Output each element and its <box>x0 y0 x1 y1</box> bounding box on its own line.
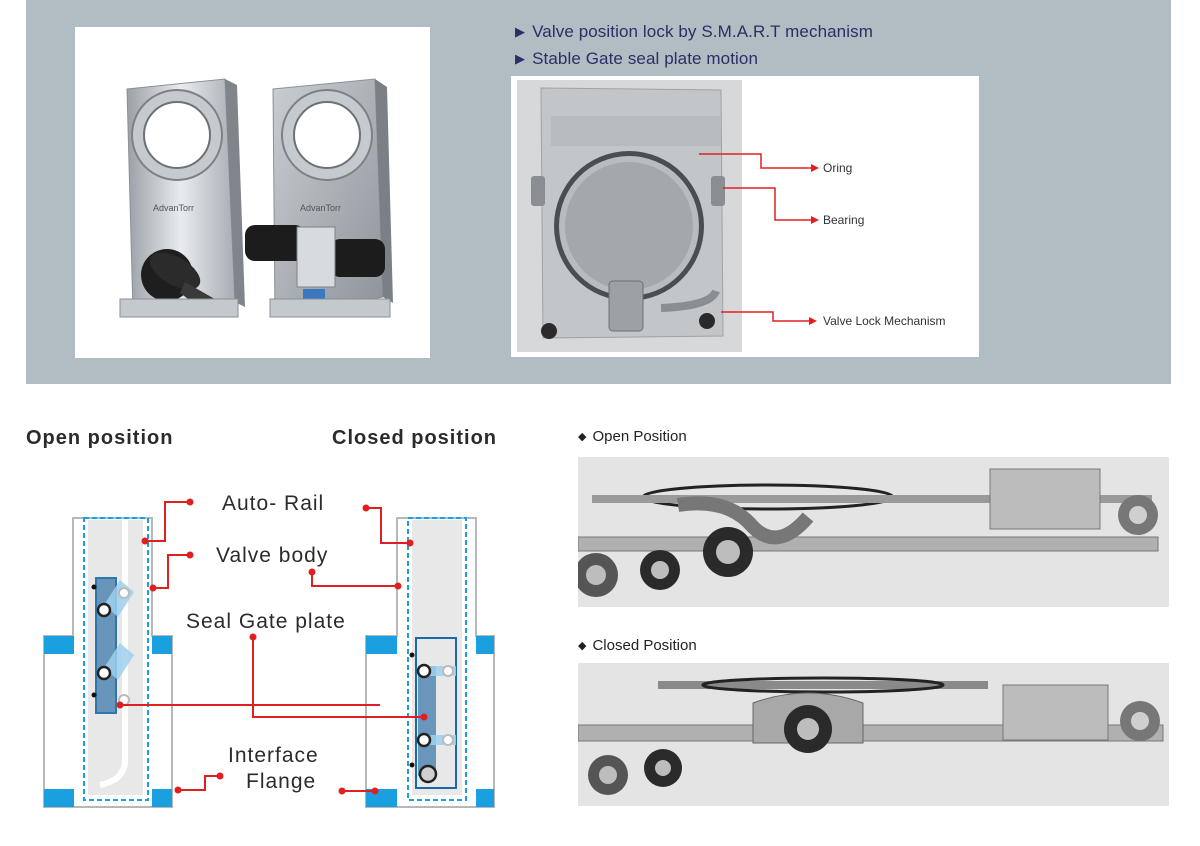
brand-mark: AdvanTorr <box>300 203 341 213</box>
diagram-leader-lines <box>120 501 424 792</box>
feature-bullet: ▶ Stable Gate seal plate motion <box>515 49 758 69</box>
triangle-bullet-icon: ▶ <box>515 51 526 66</box>
mechanism-illustration: Oring Bearing Valve Lock Mechanism <box>517 80 946 352</box>
label-valve-body: Valve body <box>216 544 328 567</box>
position-diagram: Auto- Rail Valve body Seal Gate plate In… <box>0 480 560 820</box>
open-position-photo <box>574 457 1169 607</box>
callout-bearing: Bearing <box>823 213 864 227</box>
label-flange: Flange <box>246 770 316 793</box>
callout-valve-lock: Valve Lock Mechanism <box>823 314 946 328</box>
open-mechanism-illustration <box>574 457 1169 607</box>
diamond-bullet-icon: ◆ <box>578 640 587 652</box>
valve-cross-section-diagram: Auto- Rail Valve body Seal Gate plate In… <box>43 492 495 808</box>
diamond-bullet-icon: ◆ <box>578 431 587 443</box>
valve-back: AdvanTorr <box>245 78 393 318</box>
label-auto-rail: Auto- Rail <box>222 492 324 515</box>
open-position-text: Open Position <box>592 428 687 445</box>
callout-oring: Oring <box>823 161 852 175</box>
gate-valve-illustration: AdvanTorr AdvanTorr <box>119 78 393 318</box>
open-position-label: ◆ Open Position <box>578 428 687 445</box>
product-photo: AdvanTorr AdvanTorr <box>75 27 430 358</box>
closed-mechanism-illustration <box>577 663 1169 806</box>
triangle-bullet-icon: ▶ <box>515 24 526 39</box>
label-seal-gate-plate: Seal Gate plate <box>186 610 346 633</box>
closed-position-label: ◆ Closed Position <box>578 637 697 654</box>
closed-valve-body <box>365 517 495 808</box>
open-position-heading: Open position <box>26 427 174 449</box>
open-valve-body <box>43 517 173 808</box>
valve-front: AdvanTorr <box>119 78 245 318</box>
closed-position-heading: Closed position <box>332 427 497 449</box>
label-interface: Interface <box>228 744 319 767</box>
feature-text: Valve position lock by S.M.A.R.T mechani… <box>532 22 873 41</box>
closed-position-photo <box>577 663 1169 806</box>
feature-bullet: ▶ Valve position lock by S.M.A.R.T mechan… <box>515 22 873 42</box>
closed-position-text: Closed Position <box>592 637 697 654</box>
brand-mark: AdvanTorr <box>153 203 194 213</box>
feature-text: Stable Gate seal plate motion <box>532 49 759 68</box>
callout-leaders <box>699 153 811 322</box>
internal-mechanism-photo: Oring Bearing Valve Lock Mechanism <box>511 76 979 357</box>
